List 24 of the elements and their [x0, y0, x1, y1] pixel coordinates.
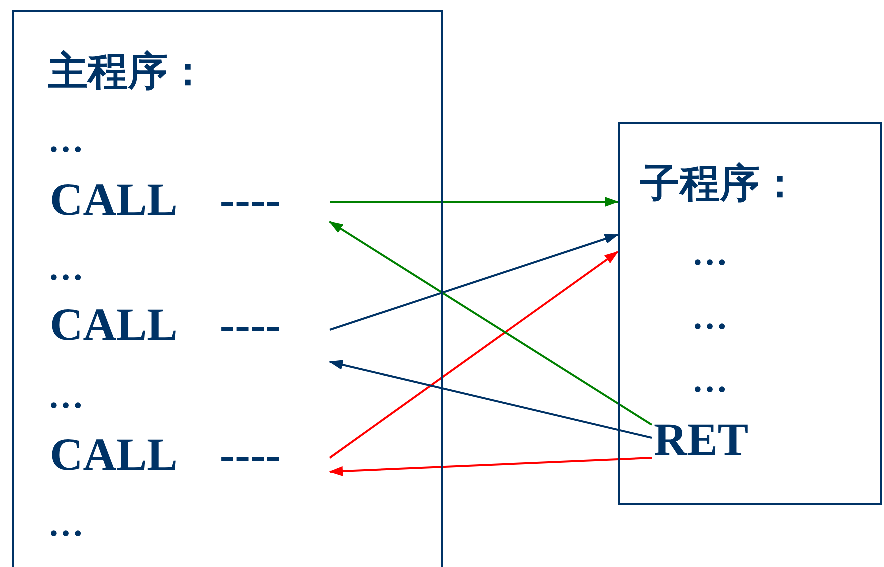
ellipsis-text: …	[692, 360, 728, 400]
box-heading: 子程序：	[640, 160, 800, 208]
instruction-text: CALL	[50, 299, 178, 351]
arrow	[330, 197, 619, 207]
instruction-text: CALL	[50, 174, 178, 226]
box-heading: 主程序：	[48, 48, 208, 96]
program-box	[618, 122, 882, 505]
ellipsis-text: …	[48, 504, 84, 544]
arrow	[329, 221, 653, 426]
ellipsis-text: …	[48, 248, 84, 288]
arrow	[329, 457, 652, 476]
ellipsis-text: …	[48, 120, 84, 160]
dashes-text: ----	[220, 299, 282, 351]
instruction-text: CALL	[50, 429, 178, 481]
arrow	[329, 251, 619, 459]
ellipsis-text: …	[48, 376, 84, 416]
ellipsis-text: …	[692, 297, 728, 337]
ellipsis-text: …	[692, 233, 728, 273]
dashes-text: ----	[220, 429, 282, 481]
program-box	[12, 10, 443, 567]
dashes-text: ----	[220, 174, 282, 226]
arrow	[329, 360, 652, 439]
arrow	[330, 234, 619, 331]
instruction-text: RET	[654, 414, 749, 466]
